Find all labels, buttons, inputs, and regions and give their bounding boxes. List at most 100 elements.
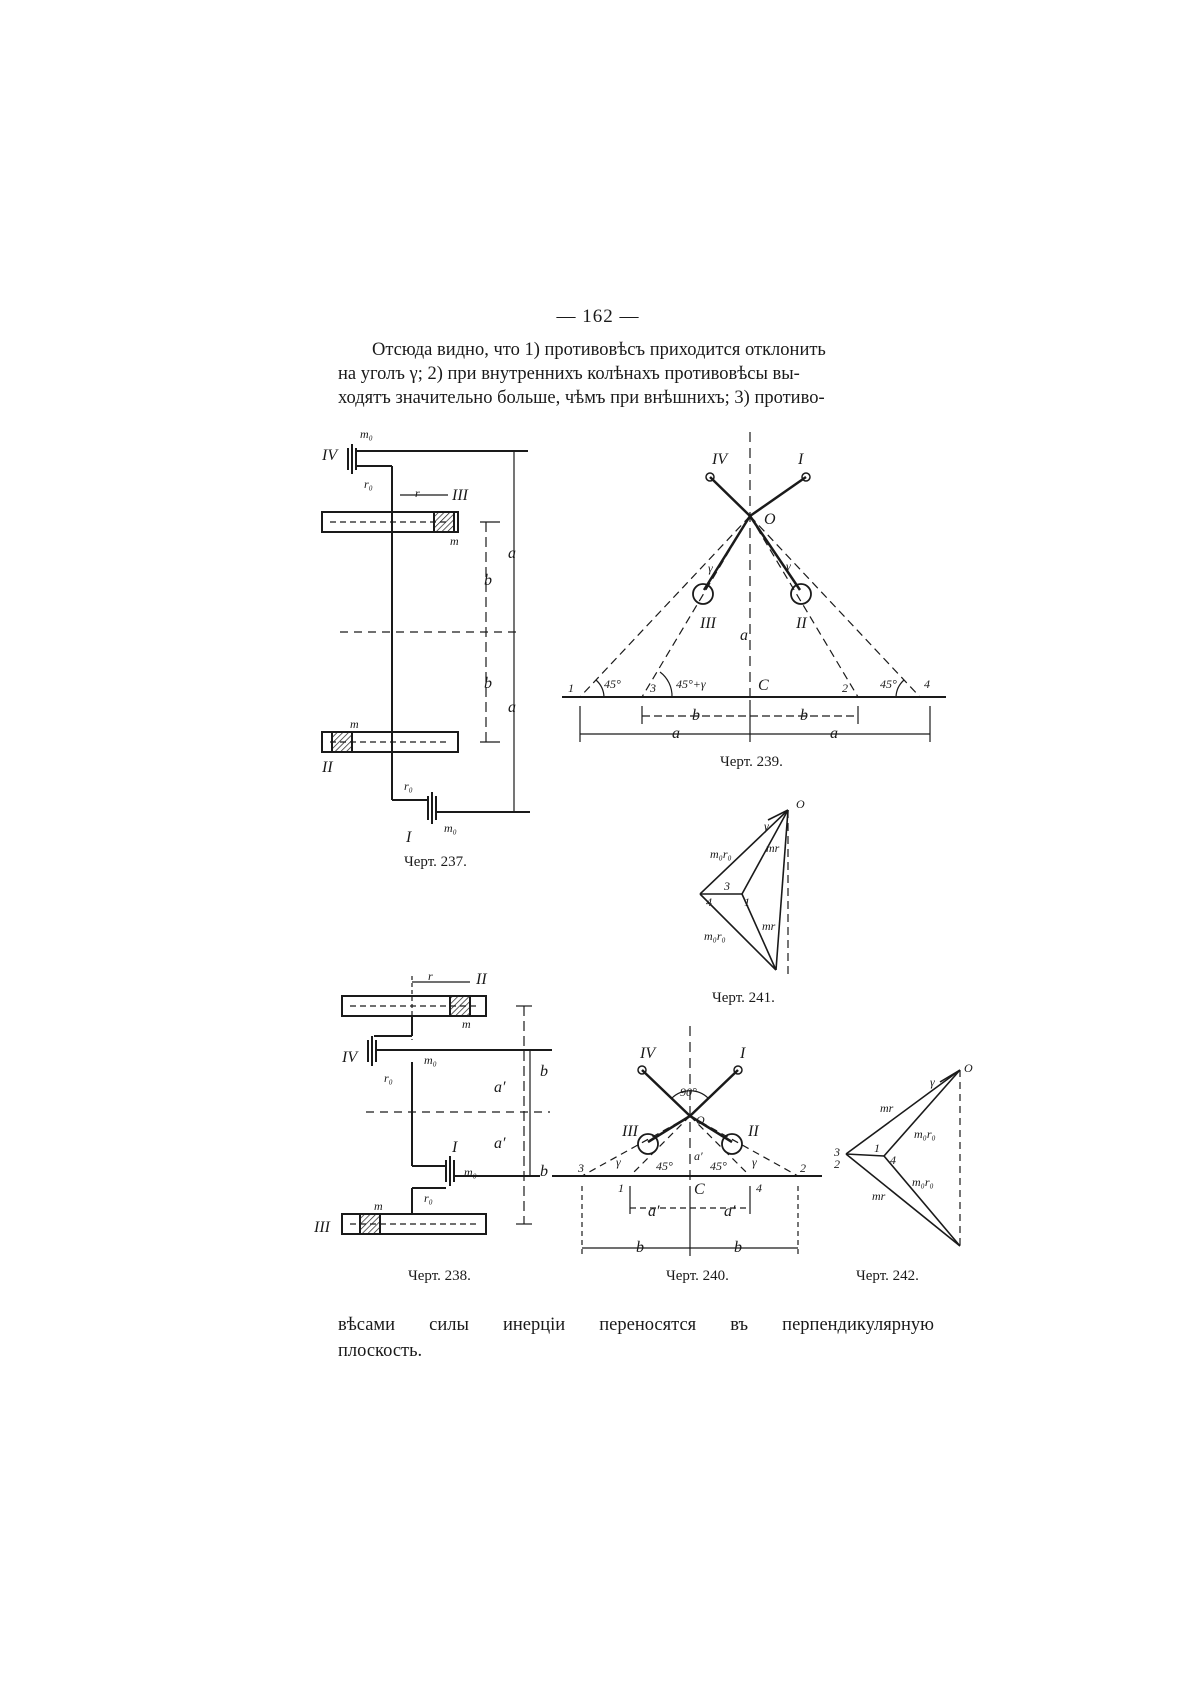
figure-242-labels: O γ mr m₀r₀ 3 2 1 4 m₀r₀ mr Черт. 242. <box>833 1061 973 1284</box>
label: m₀ <box>444 821 457 835</box>
label: 3 <box>649 681 656 695</box>
label: m₀ <box>424 1053 437 1067</box>
label: 3 <box>577 1161 584 1175</box>
label: 90° <box>680 1085 697 1099</box>
label: 2 <box>842 681 848 695</box>
label: 45° <box>880 677 897 691</box>
label: II <box>795 615 807 632</box>
paragraph-top: Отсюда видно, что 1) противовѣсъ приходи… <box>338 338 934 410</box>
label: 45° <box>656 1159 673 1173</box>
page-number: — 162 — <box>556 306 640 327</box>
label: 2 <box>800 1161 806 1175</box>
label: 1 <box>874 1141 880 1155</box>
label: γ <box>786 559 791 573</box>
label: mr <box>762 919 776 933</box>
label: O <box>964 1061 973 1075</box>
paragraph-bottom: вѣсами силы инерціи переносятся въ перпе… <box>338 1312 934 1364</box>
label: 4 <box>706 895 712 909</box>
label: a′ <box>648 1203 660 1220</box>
label: 4 <box>890 1153 896 1167</box>
label: 3 <box>723 879 730 893</box>
figure-241 <box>699 809 789 975</box>
label: II <box>321 759 333 776</box>
label: 4 <box>756 1181 762 1195</box>
label: r₀ <box>384 1071 393 1085</box>
label: a′ <box>494 1135 506 1152</box>
label: I <box>405 829 412 846</box>
figure-caption: Черт. 242. <box>856 1268 919 1284</box>
label: mr <box>872 1189 886 1203</box>
label: a <box>508 545 516 562</box>
label: γ <box>930 1075 935 1089</box>
text-line: Отсюда видно, что 1) противовѣсъ приходи… <box>372 340 826 360</box>
label: 1 <box>568 681 574 695</box>
label: IV <box>639 1045 657 1062</box>
label: b <box>484 572 492 589</box>
figure-240-labels: IV I 90° O III II a′ γ 45° 45° γ 3 2 1 4… <box>577 1045 806 1284</box>
figure-237 <box>321 444 530 824</box>
label: a′ <box>494 1079 506 1096</box>
label: a <box>740 627 748 644</box>
label: IV <box>321 447 339 464</box>
figure-239 <box>562 432 946 742</box>
text-line: вѣсами силы инерціи переносятся въ перпе… <box>338 1315 934 1335</box>
label: m <box>462 1017 471 1031</box>
label: r <box>415 486 420 500</box>
figure-240 <box>552 1026 822 1256</box>
label: a′ <box>694 1149 703 1163</box>
label: III <box>699 615 717 632</box>
figure-238 <box>341 976 552 1235</box>
label: m₀r₀ <box>914 1127 936 1141</box>
figure-237-labels: IV m₀ r₀ r III m a b b a m II r₀ I m₀ Че… <box>321 427 516 870</box>
label: m <box>450 534 459 548</box>
label: m <box>350 717 359 731</box>
label: I <box>451 1139 458 1156</box>
figure-caption: Черт. 239. <box>720 754 783 770</box>
label: b <box>540 1063 548 1080</box>
label: C <box>694 1181 705 1198</box>
figure-caption: Черт. 238. <box>408 1268 471 1284</box>
label: 45° <box>604 677 621 691</box>
label: r₀ <box>364 477 373 491</box>
label: III <box>313 1219 331 1236</box>
label: r₀ <box>404 779 413 793</box>
label: a <box>508 699 516 716</box>
figure-239-labels: IV I O γ γ III II a 1 45° 3 45°+γ C 2 45… <box>568 451 930 770</box>
label: r₀ <box>424 1191 433 1205</box>
label: O <box>764 511 776 528</box>
label: II <box>747 1123 759 1140</box>
figure-caption: Черт. 237. <box>404 854 467 870</box>
label: 4 <box>924 677 930 691</box>
figure-caption: Черт. 240. <box>666 1268 729 1284</box>
label: 1 <box>744 895 750 909</box>
label: b <box>800 707 808 724</box>
figure-caption: Черт. 241. <box>712 990 775 1006</box>
label: m <box>374 1199 383 1213</box>
label: II <box>475 971 487 988</box>
label: mr <box>766 841 780 855</box>
label: 3 <box>833 1145 840 1159</box>
label: b <box>484 675 492 692</box>
label: b <box>734 1239 742 1256</box>
text-line: плоскость. <box>338 1341 423 1361</box>
label: γ <box>708 561 713 575</box>
label: III <box>451 487 469 504</box>
label: m₀r₀ <box>710 847 732 861</box>
text-line: ходятъ значительно больше, чѣмъ при внѣш… <box>338 388 825 408</box>
label: IV <box>711 451 729 468</box>
label: γ <box>764 819 769 833</box>
label: 2 <box>834 1157 840 1171</box>
figure-238-labels: r II m IV m₀ r₀ a′ b a′ I m₀ b r₀ m III … <box>313 969 548 1284</box>
label: γ <box>752 1155 757 1169</box>
label: 1 <box>618 1181 624 1195</box>
label: III <box>621 1123 639 1140</box>
text-line: на уголъ γ; 2) при внутреннихъ колѣнахъ … <box>338 364 800 384</box>
label: a′ <box>724 1203 736 1220</box>
label: I <box>797 451 804 468</box>
label: m₀r₀ <box>912 1175 934 1189</box>
label: mr <box>880 1101 894 1115</box>
label: a <box>672 725 680 742</box>
label: O <box>796 797 805 811</box>
label: m₀r₀ <box>704 929 726 943</box>
